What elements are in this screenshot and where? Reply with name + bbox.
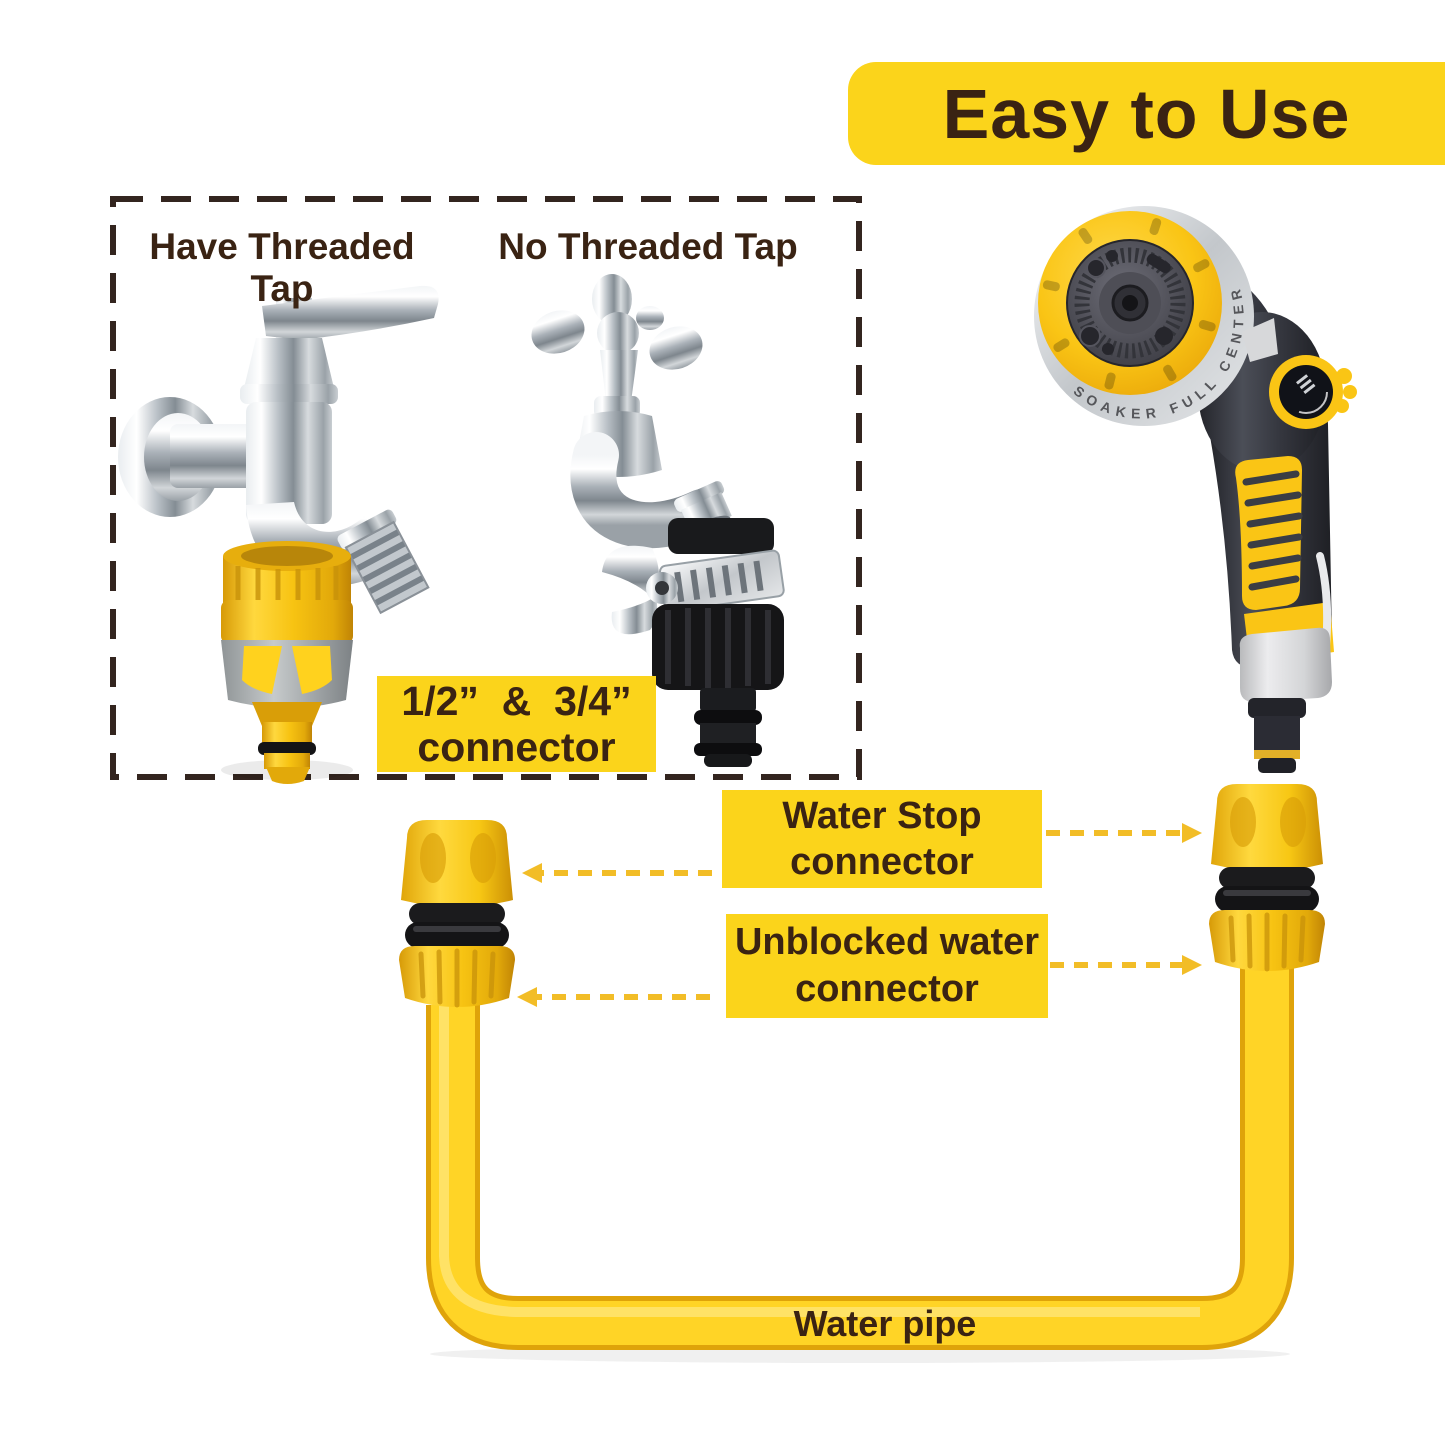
tap-connector-image: [221, 541, 353, 784]
faucet-clamp-connector-image: [602, 518, 785, 767]
water-stop-line2: connector: [790, 841, 974, 883]
size-label-line2: connector: [417, 724, 616, 770]
water-stop-connector-callout: Water Stop connector: [722, 790, 1042, 888]
tap-options-dashed-border: [110, 196, 862, 780]
banner-title: Easy to Use: [942, 74, 1351, 153]
water-pipe-callout: Water pipe: [793, 1303, 977, 1344]
unblocked-line2: connector: [795, 968, 979, 1010]
spray-gun-image: SOAKER FULL CENTER: [1034, 206, 1357, 773]
no-threaded-tap-heading: No Threaded Tap: [498, 226, 798, 267]
have-threaded-tap-heading: Have Threaded Tap: [149, 226, 415, 309]
plain-faucet-image: [531, 274, 732, 549]
connector-size-label: 1/2” & 3/4” connector: [377, 676, 656, 772]
right-hose-connector-image: [1209, 784, 1325, 971]
size-label-line1: 1/2” & 3/4”: [401, 678, 632, 724]
easy-to-use-banner: Easy to Use: [848, 62, 1445, 165]
unblocked-line1: Unblocked water: [734, 921, 1040, 963]
callout-arrows: [517, 823, 1202, 1007]
unblocked-water-connector-callout: Unblocked water connector: [726, 914, 1048, 1018]
water-pipe-image: [426, 968, 1294, 1363]
water-stop-line1: Water Stop: [782, 795, 982, 837]
left-hose-connector-image: [399, 820, 515, 1007]
